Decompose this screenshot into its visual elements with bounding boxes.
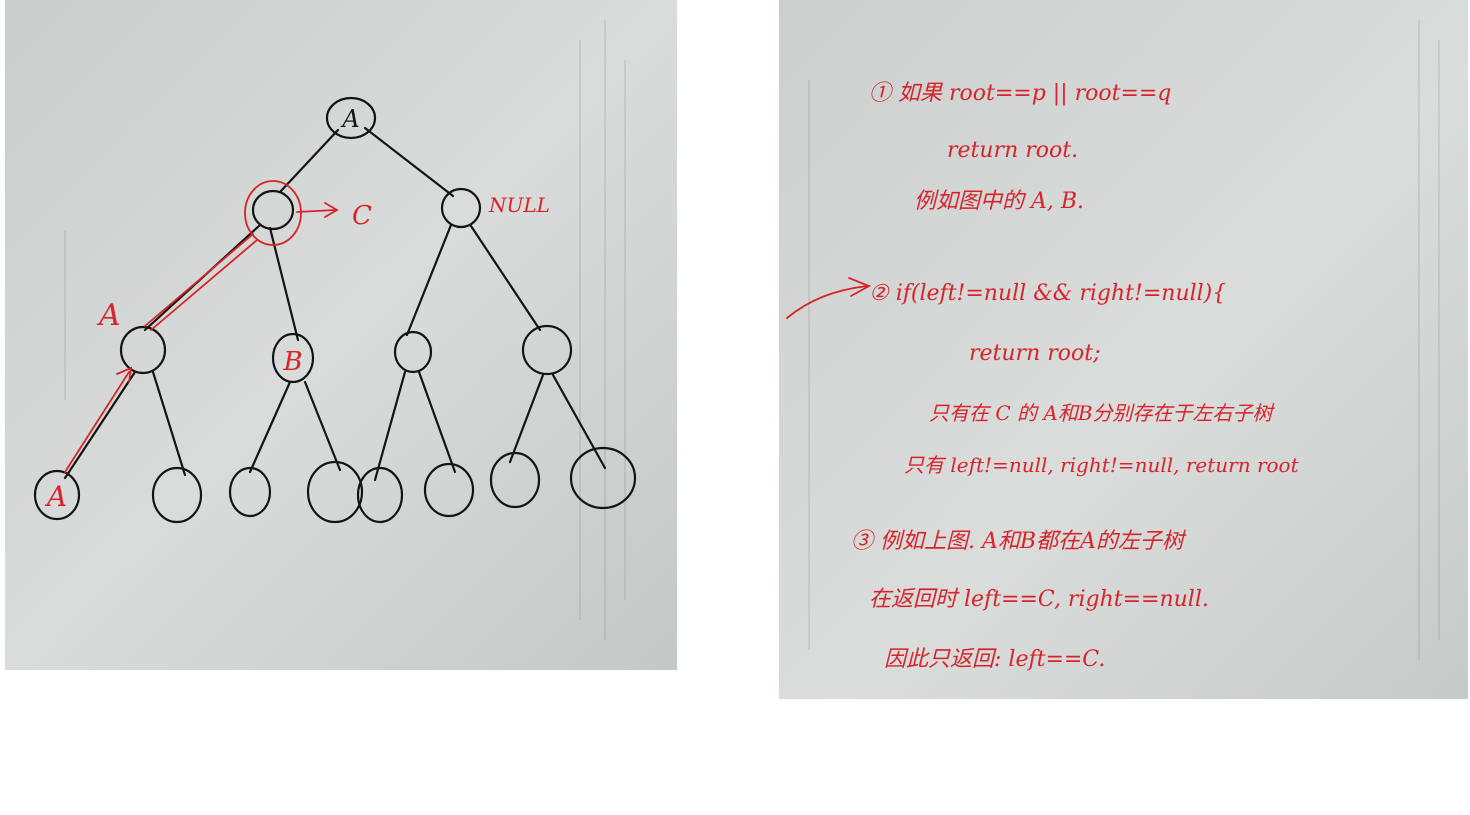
leaf-4 [306, 460, 364, 524]
leaf-3 [228, 466, 272, 518]
note-line-1: ① 如果 root==p || root==q [869, 81, 1171, 106]
red-annotations [64, 180, 339, 473]
note-line-2: return root. [947, 138, 1078, 163]
leaf-a-label: A [44, 480, 67, 513]
null-label: NULL [488, 193, 550, 217]
note-line-5: return root; [969, 341, 1100, 366]
note-line-8: ③ 例如上图. A和B都在A的左子树 [851, 529, 1187, 554]
b-label: B [282, 347, 302, 377]
node-root [325, 96, 377, 140]
tree-nodes [33, 96, 637, 524]
note-line-4: ② if(left!=null && right!=null){ [869, 281, 1226, 306]
note-line-7: 只有 left!=null, right!=null, return root [904, 453, 1300, 477]
c-label: C [352, 201, 372, 231]
red-circle-c [244, 180, 302, 246]
leaf-8 [569, 446, 637, 510]
leaf-5 [356, 466, 404, 524]
node-a-side [119, 325, 167, 375]
leaf-a [33, 469, 81, 521]
tree-sketch-photo: A C NULL A B A [5, 0, 677, 670]
tree-diagram: A C NULL A B A [5, 0, 677, 670]
side-a-label: A [96, 298, 121, 333]
node-mid-4 [521, 324, 573, 376]
pointer-arrow-icon [786, 277, 872, 319]
notes-page: ① 如果 root==p || root==q return root. 例如图… [779, 0, 1468, 699]
notes-lines: ① 如果 root==p || root==q return root. 例如图… [851, 81, 1300, 672]
note-line-9: 在返回时 left==C, right==null. [869, 587, 1209, 612]
paper-background [779, 0, 1468, 699]
node-null [440, 187, 482, 229]
tree-edges [63, 126, 607, 482]
note-line-3: 例如图中的 A, B. [914, 189, 1084, 214]
node-c [251, 189, 295, 231]
note-line-6: 只有在 C 的 A和B分别存在于左右子树 [929, 401, 1276, 425]
leaf-6 [423, 462, 475, 518]
root-label: A [340, 105, 359, 133]
node-b [271, 332, 315, 384]
notes-photo: ① 如果 root==p || root==q return root. 例如图… [779, 0, 1468, 699]
node-mid-3 [393, 330, 433, 374]
leaf-2 [151, 466, 203, 524]
arrow-to-c-icon [296, 202, 339, 218]
red-up-arrow-icon [64, 366, 133, 473]
leaf-7 [489, 451, 541, 509]
red-path-line [144, 233, 258, 331]
note-line-10: 因此只返回: left==C. [884, 647, 1105, 672]
